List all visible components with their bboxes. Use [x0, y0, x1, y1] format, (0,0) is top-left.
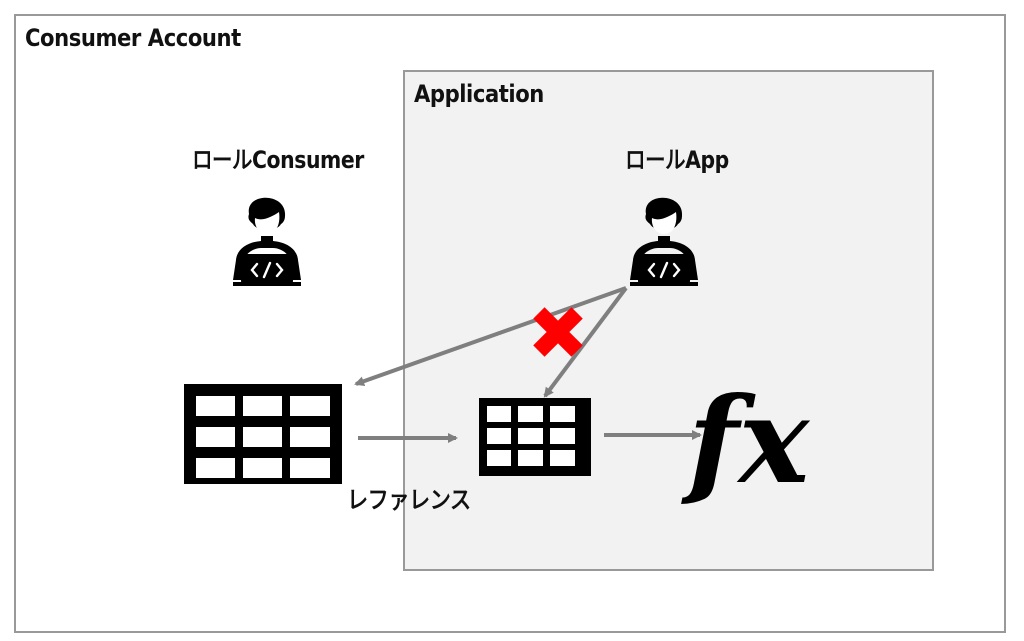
reference-label: レファレンス [347, 486, 471, 514]
arrow-app-to-consumer-table [354, 286, 627, 387]
developer-icon-consumer [231, 196, 303, 288]
consumer-table-icon [184, 384, 342, 484]
function-icon: fx [688, 371, 810, 510]
application-label: Application [414, 80, 544, 108]
role-consumer-label: ロールConsumer [192, 146, 364, 174]
reference-table-icon [479, 398, 591, 476]
role-app-label: ロールApp [625, 146, 729, 174]
consumer-account-label: Consumer Account [25, 24, 241, 52]
denied-x-icon [533, 307, 583, 357]
application-box [403, 70, 934, 571]
developer-icon-app [628, 196, 700, 288]
arrow-app-to-reference-table [543, 286, 628, 398]
